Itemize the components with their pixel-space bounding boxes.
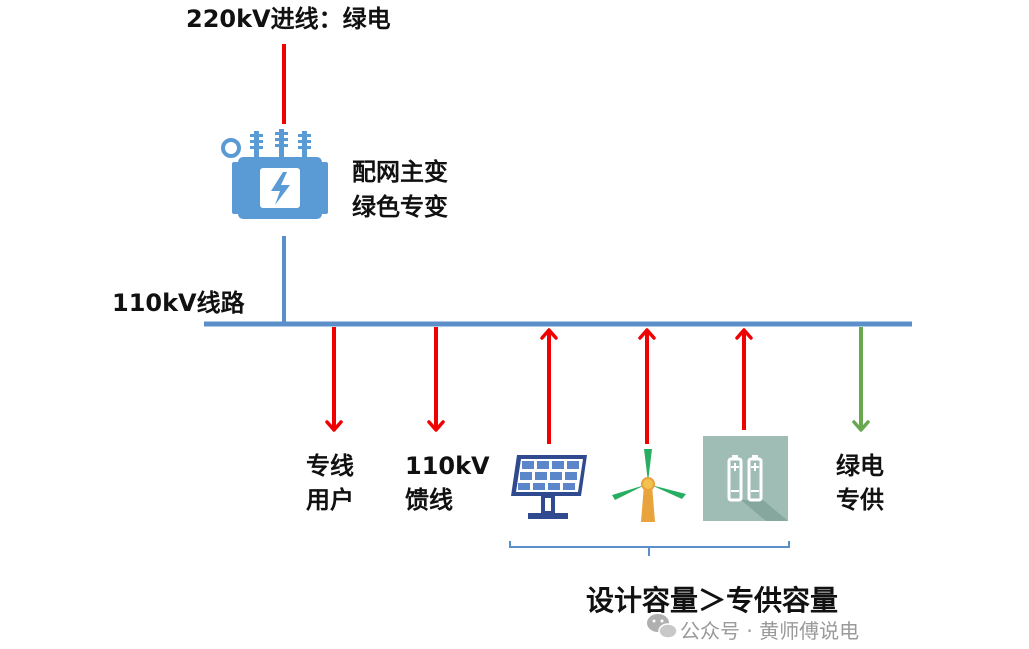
- transformer-label-line1: 配网主变: [352, 158, 448, 186]
- feeder-label-line1: 110kV: [405, 452, 490, 480]
- watermark-text: 公众号 · 黄师傅说电: [680, 619, 860, 643]
- feeder-label-line2: 馈线: [405, 486, 453, 514]
- green-supply-label-line1: 绿电: [836, 452, 884, 480]
- wechat-icon: [647, 614, 678, 639]
- bus-label: 110kV线路: [112, 289, 245, 317]
- dedicated-user-label-line2: 用户: [306, 486, 354, 514]
- transformer-label-line2: 绿色专变: [352, 193, 448, 221]
- transformer-icon: [221, 129, 328, 219]
- capacity-note: 设计容量＞专供容量: [586, 584, 839, 617]
- wind-turbine-icon: [612, 449, 686, 522]
- green-supply-label-line2: 专供: [836, 486, 884, 514]
- solar-panel-icon: [511, 455, 587, 519]
- sources-bracket: [509, 541, 790, 556]
- dedicated-user-label-line1: 专线: [306, 452, 354, 480]
- battery-storage-icon: [703, 436, 788, 521]
- incoming-feed-label: 220kV进线：绿电: [186, 5, 391, 33]
